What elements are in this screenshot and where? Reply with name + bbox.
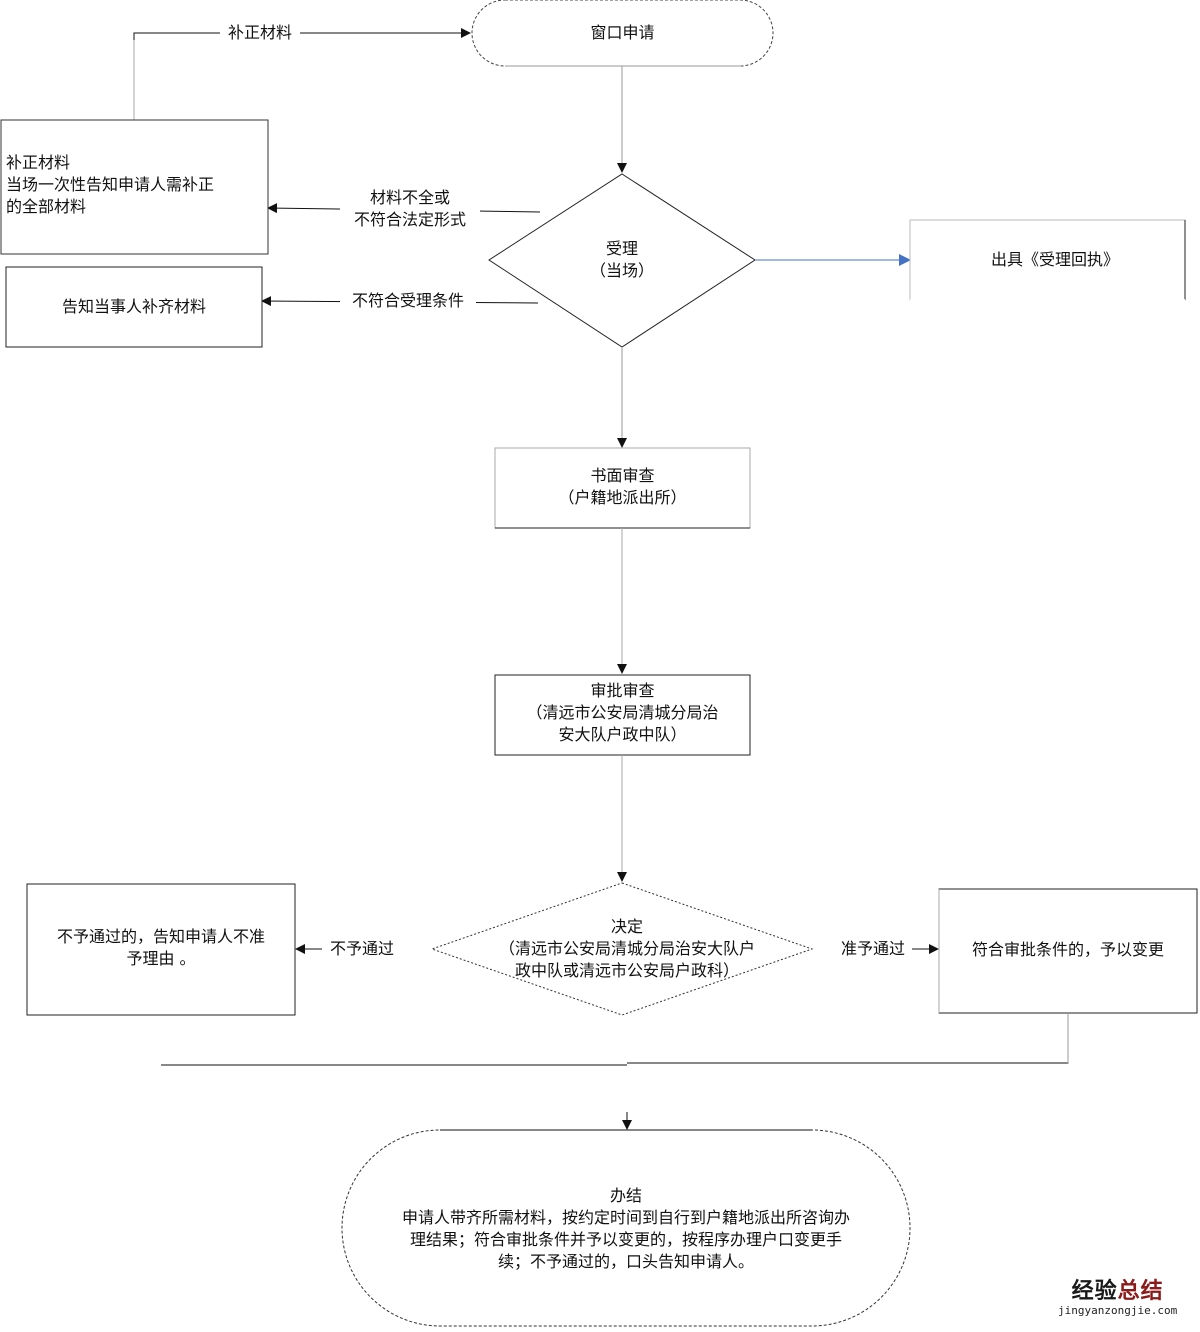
node-supplement-label: 补正材料 当场一次性告知申请人需补正 的全部材料 bbox=[6, 153, 215, 216]
watermark: 经验总结 jingyanzongjie.com bbox=[1058, 1280, 1177, 1318]
node-window-apply-label: 窗口申请 bbox=[590, 23, 655, 42]
node-receipt-label: 出具《受理回执》 bbox=[990, 250, 1119, 269]
edge-rejected-label: 不予通过 bbox=[322, 938, 402, 960]
edge-resubmit-label: 补正材料 bbox=[220, 22, 300, 44]
node-approval-review-shape bbox=[494, 674, 751, 756]
node-approve-label: 符合审批条件的，予以变更 bbox=[971, 940, 1164, 959]
edge-not-eligible-label: 不符合受理条件 bbox=[340, 290, 476, 312]
node-written-review-label: 书面审查 （户籍地派出所） bbox=[558, 466, 687, 507]
edge-incomplete-label: 材料不全或 不符合法定形式 bbox=[340, 187, 480, 231]
node-notify-supplement-shape bbox=[5, 266, 263, 348]
node-window-apply-shape bbox=[471, 0, 774, 67]
node-decision-shape bbox=[430, 882, 814, 1016]
node-complete-label: 办结 申请人带齐所需材料，按约定时间到自行到户籍地派出所咨询办 理结果；符合审批… bbox=[401, 1186, 850, 1271]
node-written-review-shape bbox=[494, 447, 751, 529]
watermark-url: jingyanzongjie.com bbox=[1058, 1304, 1178, 1317]
node-complete-shape bbox=[341, 1129, 911, 1327]
node-decision-label: 决定 （清远市公安局清城分局治安大队户 政中队或清远市公安局户政科） bbox=[498, 917, 755, 980]
node-notify-supplement-label: 告知当事人补齐材料 bbox=[61, 297, 206, 316]
node-approve-shape bbox=[938, 888, 1198, 1014]
edge-approved-label: 准予通过 bbox=[834, 938, 912, 960]
node-approval-review-label: 审批审查 （清远市公安局清城分局治 安大队户政中队） bbox=[526, 681, 719, 744]
node-supplement-shape bbox=[0, 119, 269, 255]
watermark-logo-text: 经验总结 bbox=[1071, 1279, 1164, 1304]
node-reject-shape bbox=[26, 883, 296, 1016]
node-reject-label: 不予通过的，告知申请人不准 予理由 。 bbox=[56, 927, 265, 968]
edge-merge-right bbox=[627, 1013, 1069, 1064]
node-accept-label: 受理 （当场） bbox=[589, 239, 654, 280]
edge-resubmit-line bbox=[133, 28, 471, 120]
